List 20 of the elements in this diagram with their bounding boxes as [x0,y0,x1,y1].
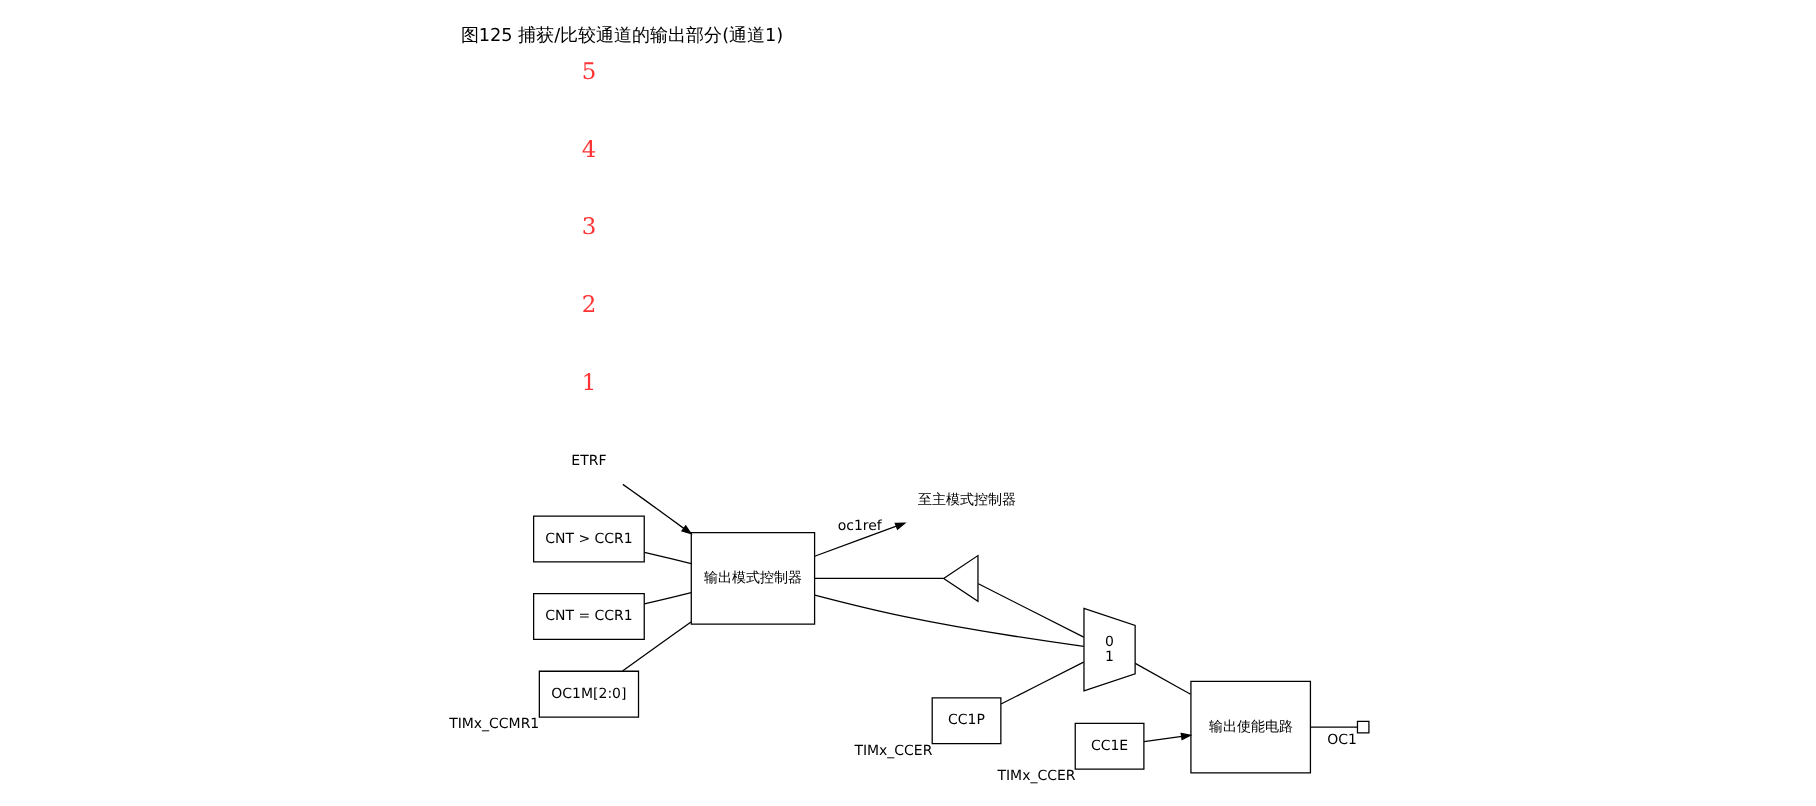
node-triangle [941,554,978,603]
node-box [1355,720,1369,734]
connector [1133,662,1191,695]
arrow [621,483,692,535]
connector [813,594,1084,647]
connector [813,577,944,580]
label: 1 [580,367,596,396]
connector [642,551,691,565]
label: 5 [580,57,596,86]
connector [976,583,1084,638]
arrow [813,522,906,557]
diagram-title: 图125 捕获/比较通道的输出部分(通道1) [459,26,783,47]
connector [1308,726,1357,728]
label: 2 [580,289,596,318]
connector [642,592,691,605]
arrow [1142,732,1192,743]
connector [999,661,1084,705]
label: 4 [580,134,596,163]
label: 3 [580,212,596,241]
connector [620,621,691,672]
